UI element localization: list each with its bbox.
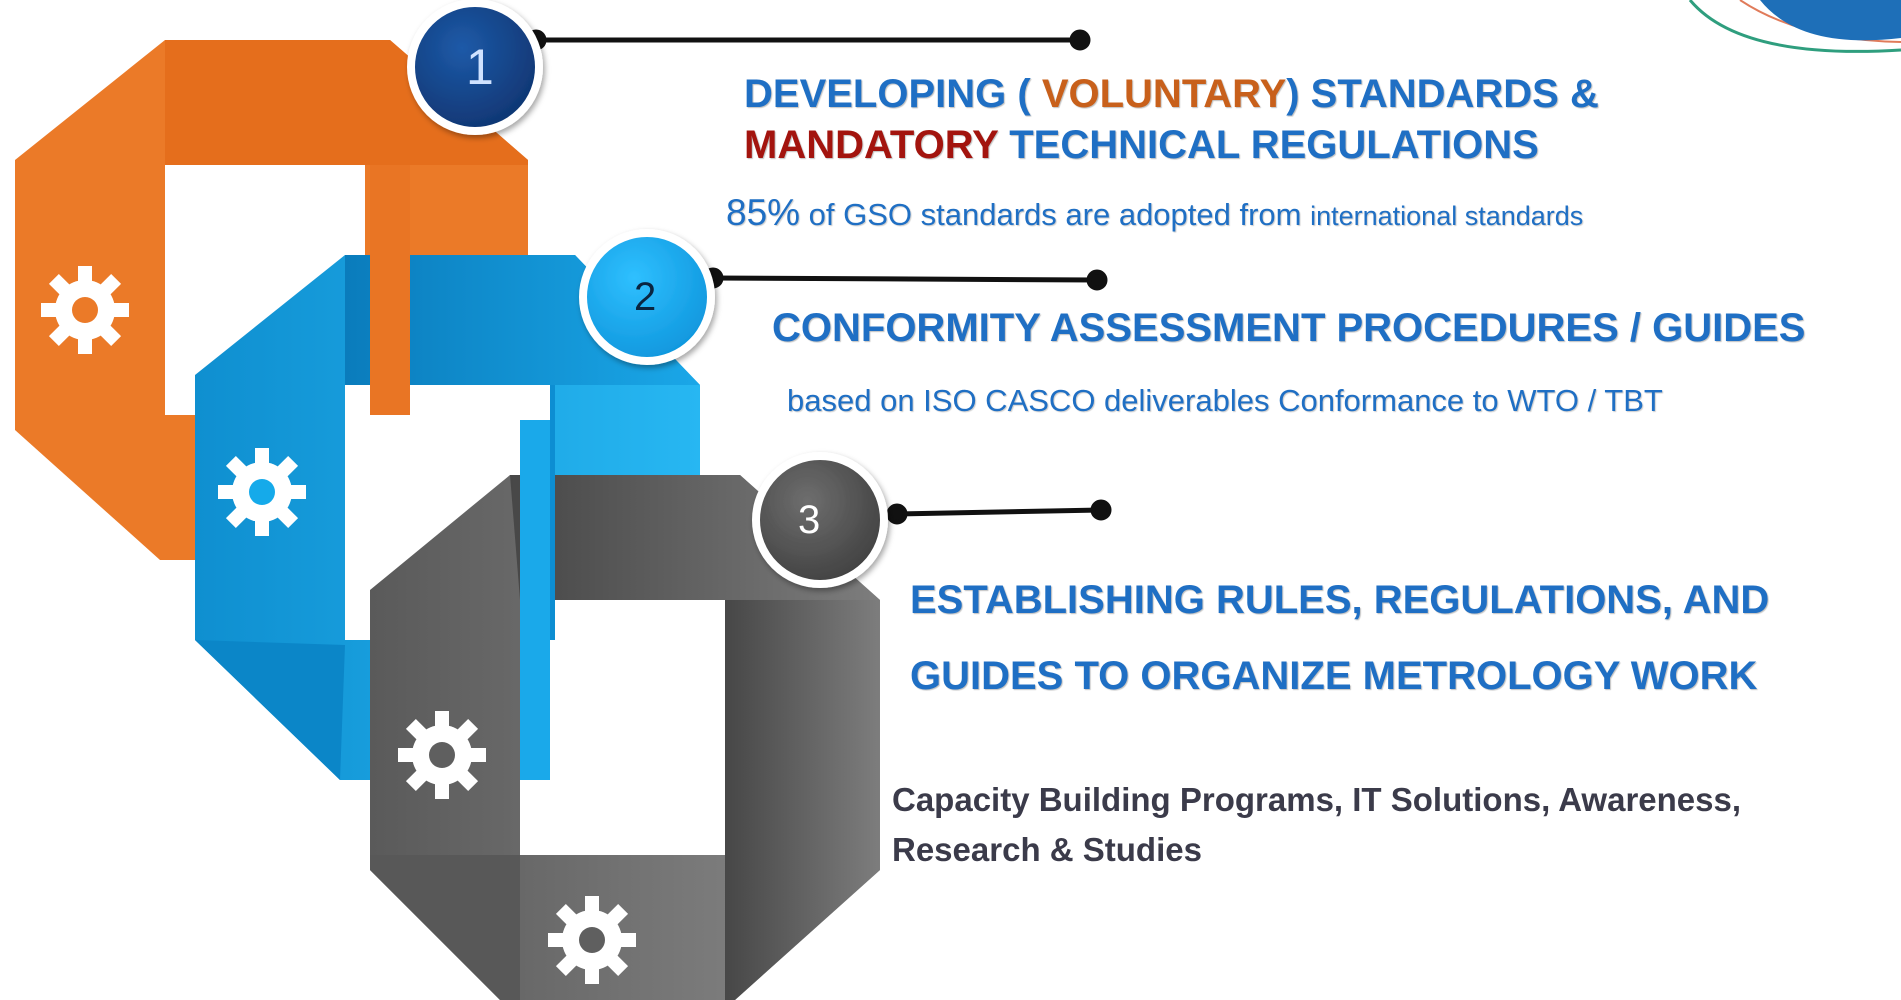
gear-icon — [398, 711, 486, 799]
step-3-circle — [752, 452, 888, 588]
detail-text: international standards — [1310, 201, 1584, 231]
voluntary-label: VOLUNTARY — [1041, 72, 1287, 116]
step-2-number: 2 — [634, 275, 656, 319]
step-1-circle — [407, 0, 543, 135]
gear-icon — [548, 896, 636, 984]
step-3-heading-line-1: ESTABLISHING RULES, REGULATIONS, AND — [910, 578, 1770, 622]
step-3-detail-line-1: Capacity Building Programs, IT Solutions… — [892, 781, 1742, 818]
step-3-heading-line-2: GUIDES TO ORGANIZE METROLOGY WORK — [910, 654, 1758, 698]
step-1-heading-line-2: MANDATORY TECHNICAL REGULATIONS — [744, 123, 1539, 168]
step-3-detail-line-2: Research & Studies — [892, 831, 1202, 868]
blue-strip-front — [520, 420, 550, 780]
step-1-heading-line-1: DEVELOPING ( VOLUNTARY) STANDARDS & — [744, 72, 1599, 117]
connector-line-2 — [702, 267, 1108, 291]
step-2-circle — [579, 229, 715, 365]
connector-line-3 — [886, 499, 1112, 525]
corner-decoration — [1688, 0, 1901, 53]
blue-overlap — [550, 385, 555, 640]
heading-text: TECHNICAL REGULATIONS — [998, 123, 1539, 167]
gray-link — [370, 475, 880, 1000]
step-1-detail: 85% of GSO standards are adopted from in… — [726, 192, 1583, 234]
gear-icon — [218, 448, 306, 536]
connector-line-1 — [525, 29, 1091, 51]
heading-text: DEVELOPING ( — [744, 72, 1042, 116]
step-2-detail: based on ISO CASCO deliverables Conforma… — [787, 383, 1663, 418]
step-1-number: 1 — [466, 39, 494, 95]
step-2-heading: CONFORMITY ASSESSMENT PROCEDURES / GUIDE… — [772, 306, 1806, 350]
orange-overlap — [370, 165, 410, 415]
step-3-number: 3 — [798, 498, 820, 542]
heading-text: ) STANDARDS & — [1286, 72, 1599, 116]
detail-text: of GSO standards are adopted from — [800, 197, 1311, 232]
mandatory-label: MANDATORY — [744, 123, 999, 167]
percent-value: 85% — [726, 192, 801, 233]
gear-icon — [41, 266, 129, 354]
